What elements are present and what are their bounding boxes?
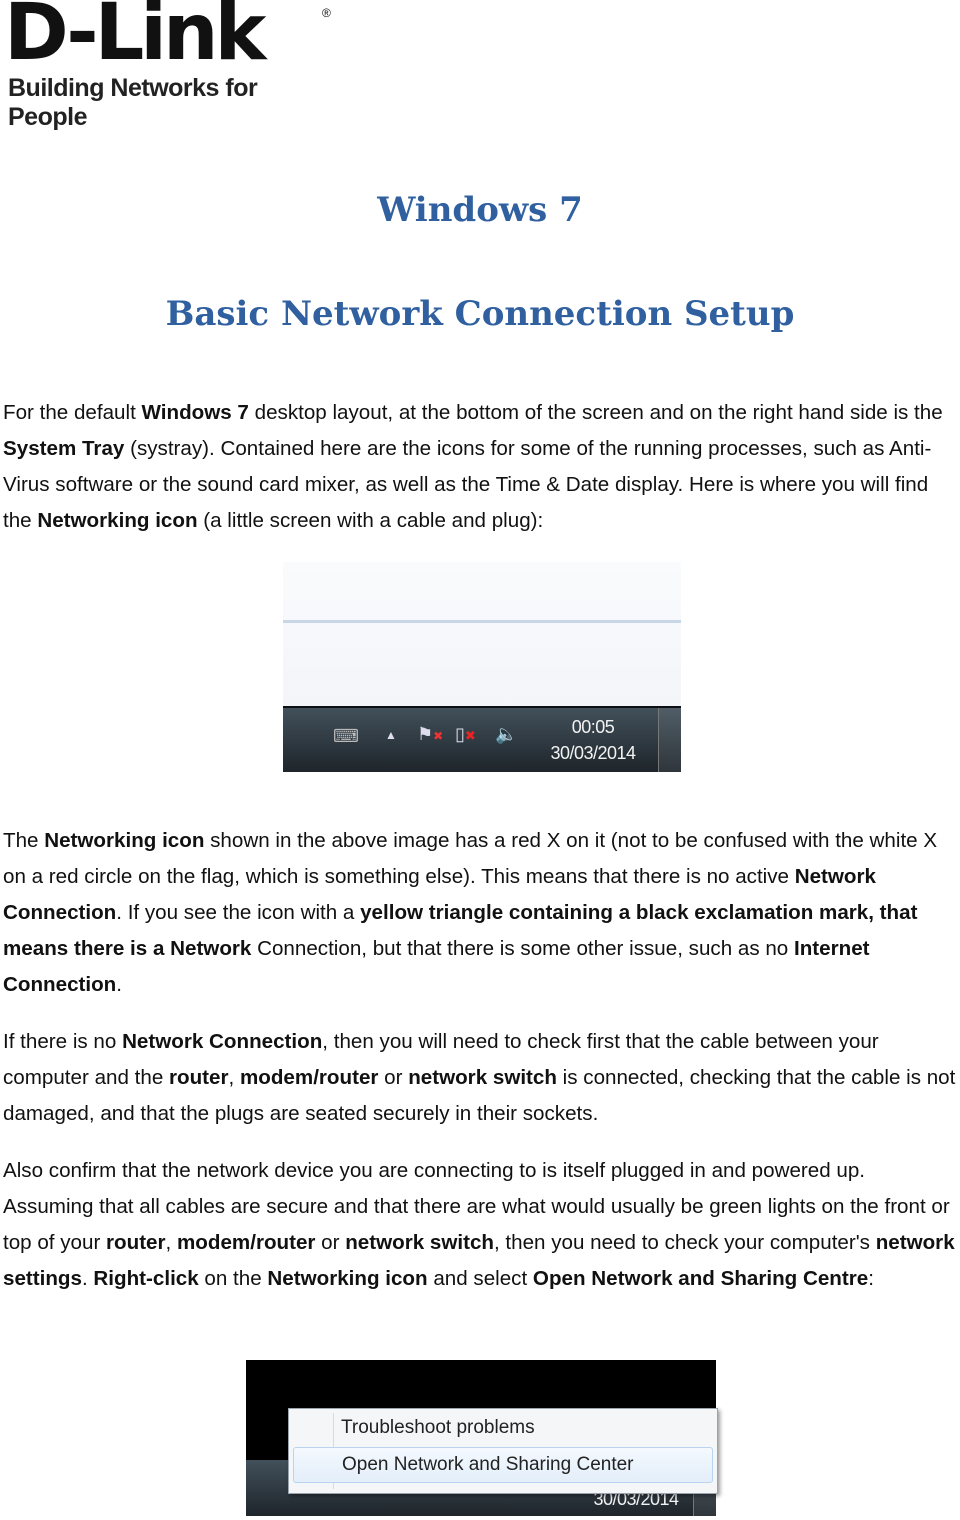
text-run: :: [868, 1267, 874, 1290]
bold-text: modem/router: [239, 1066, 379, 1089]
clock-time: 00:05: [571, 717, 615, 737]
document-title: Windows 7: [377, 190, 583, 230]
show-desktop-button[interactable]: [658, 708, 681, 772]
bold-text: Network Connection: [122, 1030, 323, 1053]
clock[interactable]: 00:05 30/03/2014: [533, 714, 653, 766]
bold-text: yellow triangle containing a black excla…: [3, 901, 918, 960]
bold-text: router: [106, 1231, 166, 1254]
bold-text: Right-click: [93, 1267, 199, 1290]
volume-icon[interactable]: 🔈: [495, 724, 518, 744]
bold-text: network settings: [3, 1231, 955, 1290]
show-hidden-icons-arrow[interactable]: ▲: [385, 728, 397, 742]
menu-item-open-network-sharing-center[interactable]: Open Network and Sharing Center: [293, 1447, 713, 1483]
bold-text: router: [169, 1066, 229, 1089]
bold-text: Open Network and Sharing Centre: [532, 1267, 869, 1290]
bold-text: Network Connection: [3, 865, 876, 924]
text-run: .: [81, 1267, 94, 1290]
paragraph-check-cables: If there is no Network Connection, then …: [3, 1024, 960, 1132]
paragraph-system-tray: For the default Windows 7 desktop layout…: [3, 395, 960, 539]
text-run: is connected, checking that the cable is…: [3, 1066, 956, 1125]
text-run: ,: [165, 1231, 177, 1254]
text-run: Connection, but that there is some other…: [251, 937, 794, 960]
bold-text: Windows 7: [141, 401, 249, 424]
keyboard-icon[interactable]: ⌨: [333, 726, 359, 746]
text-run: For the default: [3, 401, 142, 424]
text-run: ,: [228, 1066, 240, 1089]
text-run: desktop layout, at the bottom of the scr…: [248, 401, 943, 424]
network-context-menu: Troubleshoot problems Open Network and S…: [288, 1408, 718, 1494]
clock-date: 30/03/2014: [550, 743, 636, 763]
document-subtitle: Basic Network Connection Setup: [165, 294, 795, 334]
bold-text: Networking icon: [267, 1267, 428, 1290]
bold-text: modem/router: [176, 1231, 316, 1254]
window-background: [283, 562, 681, 706]
bold-text: Networking icon: [44, 829, 205, 852]
text-run: and select: [427, 1267, 533, 1290]
logo-tagline: Building Networks for People: [8, 74, 258, 131]
text-run: Also confirm that the network device you…: [3, 1159, 950, 1254]
text-run: shown in the above image has a red X on …: [3, 829, 938, 888]
system-tray-screenshot: ⌨ ▲ ⚑✖ ▯✖ 🔈 00:05 30/03/2014: [283, 562, 681, 772]
bold-text: Internet Connection: [3, 937, 870, 996]
text-run: .: [116, 973, 122, 996]
text-run: , then you need to check your computer's: [493, 1231, 876, 1254]
text-run: (a little screen with a cable and plug):: [197, 509, 544, 532]
text-run: (systray). Contained here are the icons …: [3, 437, 932, 532]
taskbar: ⌨ ▲ ⚑✖ ▯✖ 🔈 00:05 30/03/2014: [283, 706, 681, 772]
network-disconnected-icon[interactable]: ▯✖: [455, 724, 476, 744]
bold-text: network switch: [345, 1231, 494, 1254]
text-run: If there is no: [3, 1030, 123, 1053]
clock-date: 30/03/2014: [593, 1489, 679, 1509]
action-center-flag-icon[interactable]: ⚑✖: [417, 724, 444, 744]
bold-text: Networking icon: [37, 509, 198, 532]
context-menu-screenshot: 30/03/2014 Troubleshoot problems Open Ne…: [246, 1360, 718, 1516]
bold-text: System Tray: [3, 437, 125, 460]
text-run: , then you will need to check first that…: [3, 1030, 879, 1089]
text-run: or: [378, 1066, 409, 1089]
text-run: . If you see the icon with a: [116, 901, 361, 924]
dlink-logo: D-Link ® Building Networks for People: [4, 0, 334, 131]
bold-text: network switch: [408, 1066, 557, 1089]
paragraph-network-settings: Also confirm that the network device you…: [3, 1153, 960, 1297]
logo-registered-mark: ®: [322, 6, 331, 20]
menu-item-troubleshoot-problems[interactable]: Troubleshoot problems: [341, 1417, 535, 1438]
text-run: on the: [198, 1267, 268, 1290]
text-run: or: [315, 1231, 346, 1254]
paragraph-networking-icon: The Networking icon shown in the above i…: [3, 823, 960, 1003]
text-run: The: [3, 829, 45, 852]
logo-brand: D-Link: [4, 0, 266, 78]
